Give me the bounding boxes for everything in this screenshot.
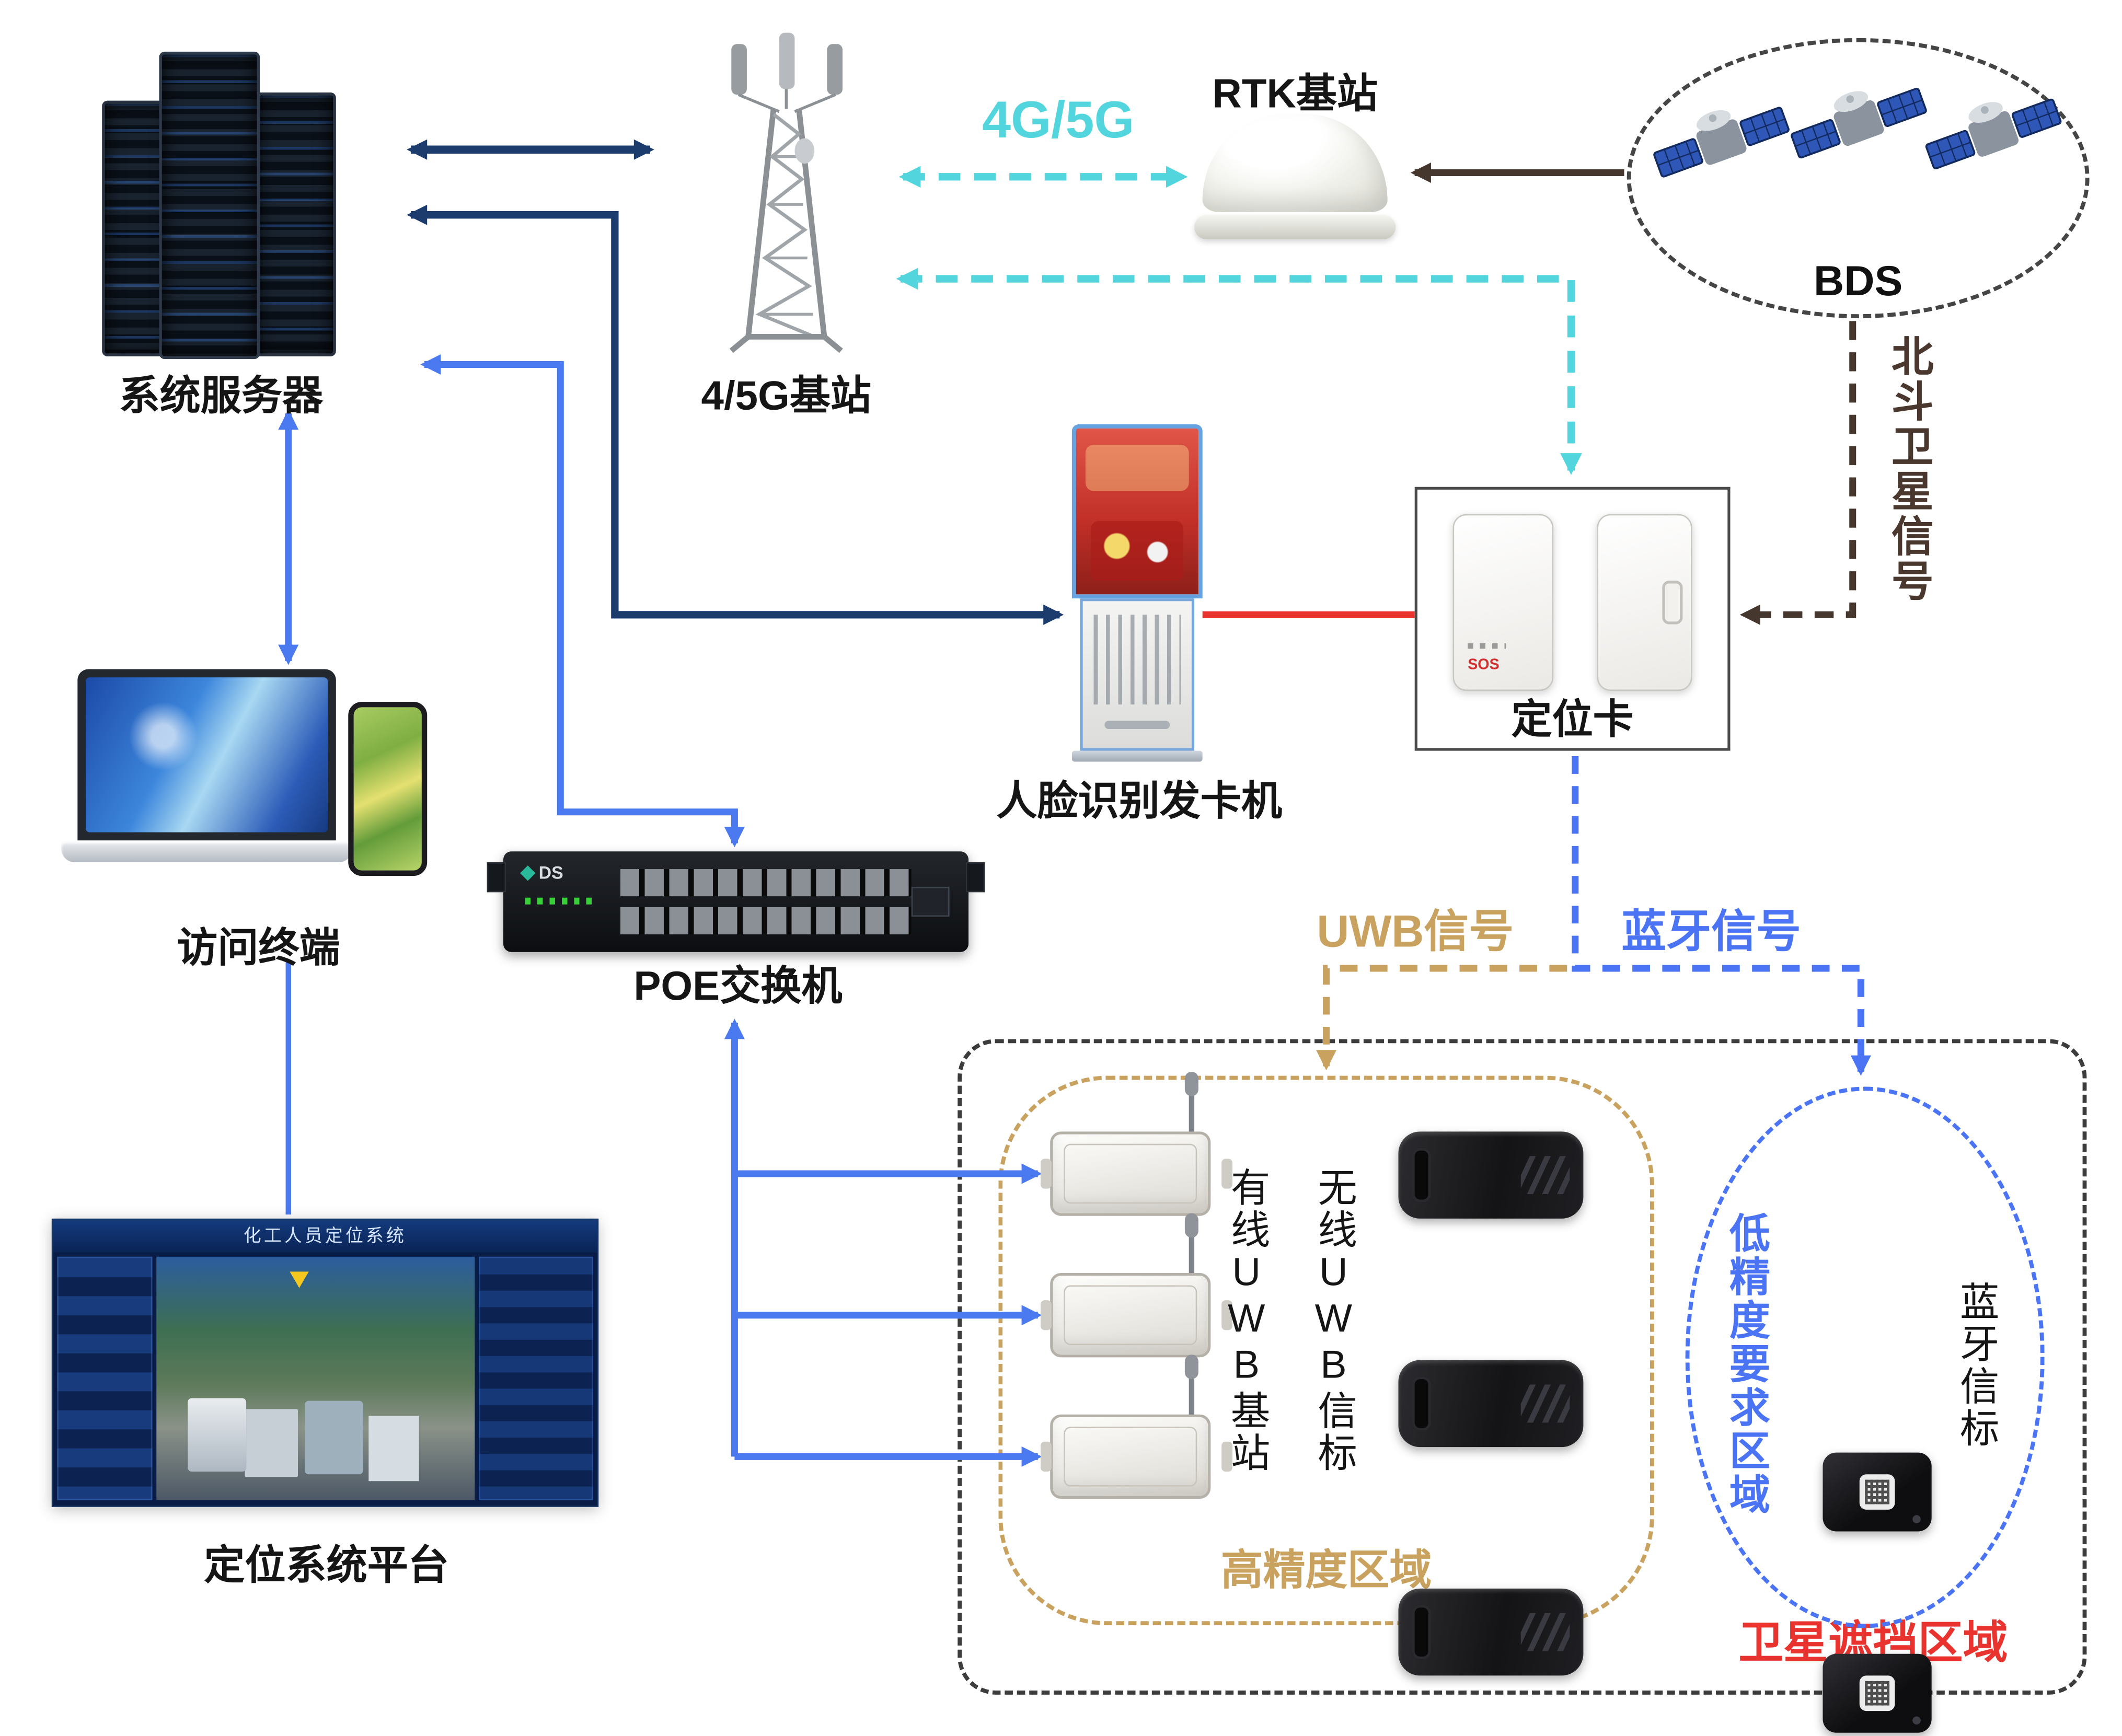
platform-screen-title: 化工人员定位系统	[243, 1225, 407, 1246]
led-dots	[1468, 643, 1506, 649]
satellite-icon	[1925, 98, 2062, 169]
locator-card-label: 定位卡	[1511, 698, 1634, 743]
poe-switch-label: POE交换机	[633, 964, 843, 1010]
poe-logo: DS	[522, 862, 563, 883]
cell-tower-icon	[729, 32, 843, 353]
wired-uwb-station	[1040, 1213, 1211, 1358]
high-precision-label: 高精度区域	[1220, 1546, 1432, 1594]
server-racks-icon	[102, 51, 347, 360]
poe-ports	[620, 869, 912, 934]
bluetooth-beacon	[1823, 1653, 1932, 1733]
uwb-signal-label: UWB信号	[1317, 906, 1514, 956]
g45-signal-label: 4G/5G	[982, 92, 1135, 150]
tower-label: 4/5G基站	[701, 374, 872, 419]
wireless-uwb-tag	[1398, 1588, 1584, 1676]
platform-left-panel	[57, 1256, 153, 1500]
face-card-machine-label: 人脸识别发卡机	[996, 779, 1282, 825]
satellite-icon	[1653, 107, 1790, 178]
bluetooth-beacon	[1823, 1452, 1932, 1532]
poe-leds	[525, 897, 596, 905]
wireless-uwb-label: 无线UWB信标	[1311, 1167, 1356, 1475]
poe-switch-icon: DS	[487, 851, 985, 952]
arrow-tower-card-4g5g	[896, 268, 1582, 475]
face-card-machine-icon	[1071, 424, 1203, 762]
wired-uwb-station	[1040, 1071, 1211, 1216]
access-terminal-label: 访问终端	[177, 926, 340, 971]
satellite-icon	[1791, 87, 1927, 159]
poe-uplink-port	[911, 886, 950, 917]
platform-right-panel	[479, 1256, 593, 1500]
wireless-uwb-tag	[1398, 1360, 1584, 1448]
arrow-bds-card	[1739, 321, 1856, 625]
bds-area: BDS	[1627, 38, 2090, 319]
bluetooth-signal-label: 蓝牙信号	[1621, 906, 1801, 956]
platform-screenshot: 化工人员定位系统	[51, 1218, 599, 1507]
platform-label: 定位系统平台	[204, 1543, 449, 1589]
locator-card: SOS	[1452, 514, 1554, 691]
rtk-label: RTK基站	[1212, 72, 1378, 117]
low-precision-label: 低精度要求区域	[1722, 1211, 1768, 1517]
wired-uwb-label: 有线UWB基站	[1225, 1167, 1268, 1475]
low-precision-area	[1685, 1086, 2045, 1628]
beidou-signal-label: 北斗卫星信号	[1884, 334, 1932, 604]
laptop-icon	[61, 669, 353, 863]
high-precision-area: 高精度区域	[998, 1075, 1654, 1626]
rtk-dome-icon	[1194, 114, 1396, 240]
phone-icon	[348, 701, 428, 876]
wired-uwb-station	[1040, 1355, 1211, 1499]
bds-label: BDS	[1813, 257, 1903, 305]
server-label: 系统服务器	[119, 374, 324, 419]
locator-card	[1597, 514, 1692, 691]
wireless-uwb-tag	[1398, 1131, 1584, 1219]
locator-card-box: SOS 定位卡	[1414, 487, 1731, 751]
bluetooth-beacon-label: 蓝牙信标	[1954, 1281, 1998, 1450]
arrow-server-poe	[420, 354, 745, 848]
sos-text: SOS	[1468, 657, 1500, 674]
platform-scene	[156, 1256, 475, 1500]
